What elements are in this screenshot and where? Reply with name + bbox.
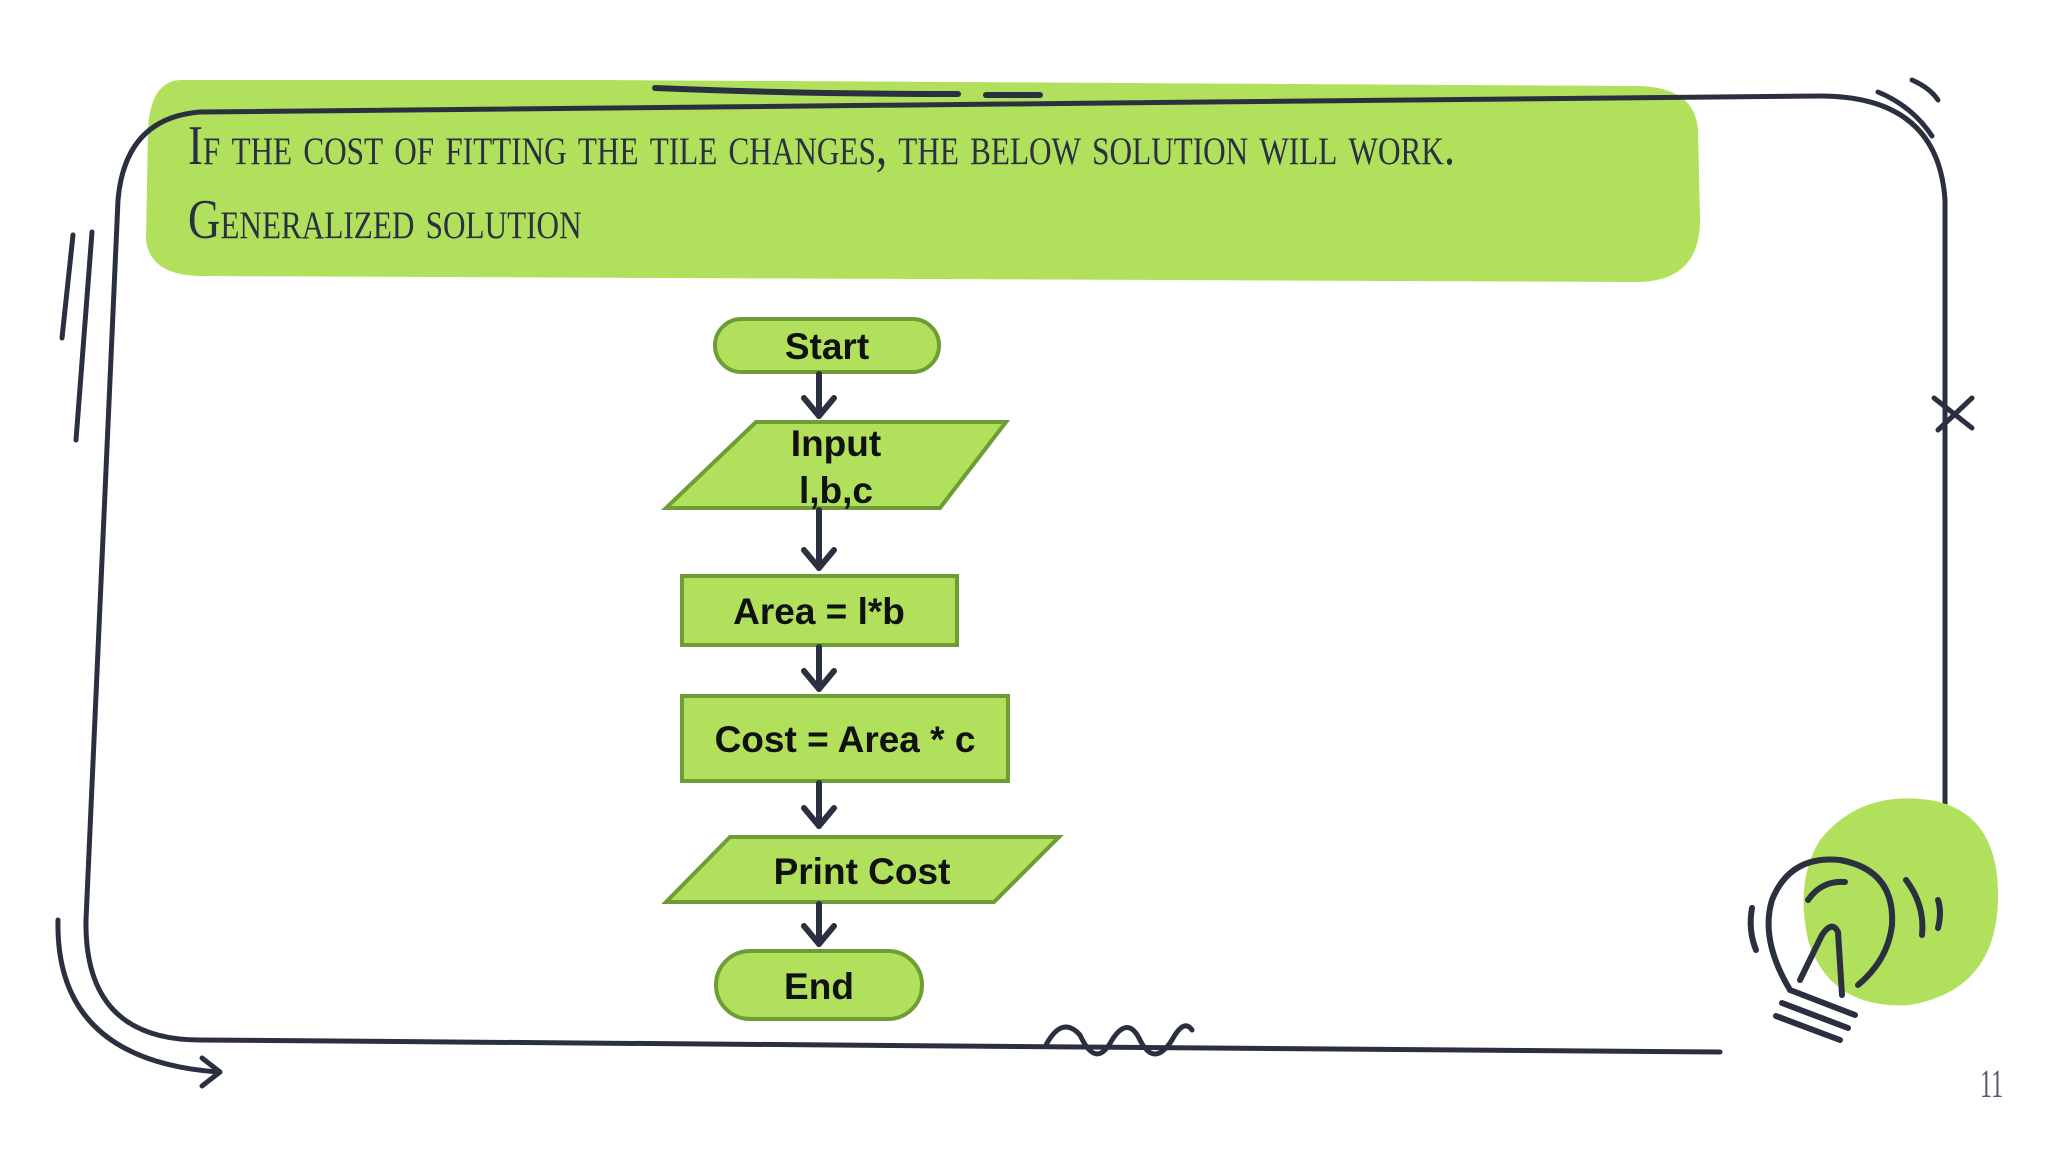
accent-stroke-2 — [1909, 77, 1941, 103]
flow-arrow-3 — [801, 644, 837, 692]
lightbulb-blob — [1803, 798, 1999, 1006]
flow-arrow-4 — [801, 780, 837, 829]
flow-arrow-5 — [801, 901, 837, 947]
frame — [83, 93, 1948, 1055]
start-label: Start — [785, 326, 869, 367]
arrow-head — [199, 1055, 223, 1089]
area-node: Area = l*b — [680, 574, 959, 647]
area-label: Area = l*b — [733, 591, 905, 632]
squiggle-icon — [1043, 1023, 1195, 1057]
cost-node: Cost = Area * c — [680, 694, 1010, 783]
page-number: 11 — [1980, 1061, 2004, 1106]
cross-mark-icon — [1931, 395, 1975, 433]
start-node: Start — [713, 317, 941, 374]
lightbulb-icon — [1747, 856, 1943, 1043]
input-label-line-1: Input — [791, 423, 881, 464]
accent-stroke-1 — [1875, 89, 1935, 139]
print-label: Print Cost — [774, 851, 951, 892]
input-label-line-2: l,b,c — [799, 470, 873, 511]
cost-label: Cost = Area * c — [715, 719, 976, 760]
flow-arrow-1 — [801, 371, 837, 419]
top-stroke — [652, 85, 961, 97]
print-node: Print Cost — [661, 835, 1064, 904]
left-stroke-1 — [59, 232, 76, 341]
end-label: End — [784, 966, 854, 1007]
title-line-2: Generalized solution — [188, 189, 582, 251]
title-line-1: If the cost of fitting the tile changes,… — [188, 115, 1456, 177]
end-node: End — [714, 949, 924, 1021]
title-highlight — [146, 80, 1700, 282]
arrow-icon — [55, 917, 221, 1075]
input-node: Input l,b,c — [661, 420, 1011, 511]
left-stroke-2 — [73, 229, 95, 443]
flow-arrow-2 — [801, 507, 837, 571]
